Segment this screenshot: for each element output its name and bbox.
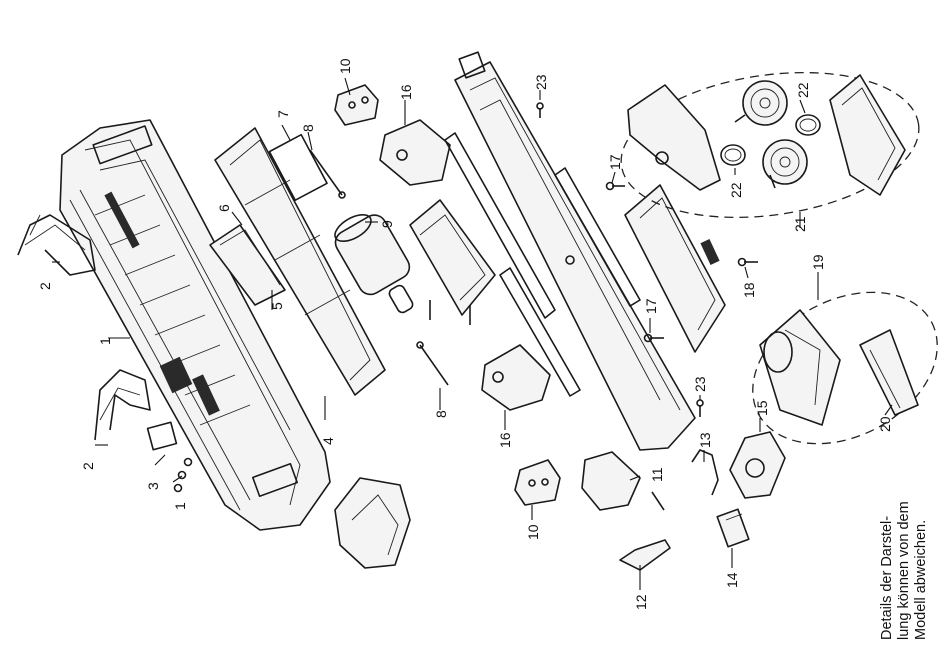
part-1-screws [175,459,192,492]
note-line-1: Details der Darstel- [879,516,895,640]
callout-2-lower: 2 [80,462,96,470]
group-19-bogie [760,310,918,425]
part-10-clip-upper [335,85,378,125]
part-16-block-upper [380,120,450,185]
callout-1-upper: 1 [97,337,113,345]
part-8-shaft-lower [417,342,448,385]
callout-17-lower: 17 [643,298,659,314]
callout-22-upper: 22 [795,82,811,98]
callout-4: 4 [320,437,336,445]
note-line-3: Modell abweichen. [913,520,929,640]
part-18-screw [739,259,759,266]
callout-5: 5 [269,302,285,310]
callout-1-lower: 1 [172,502,188,510]
part-14-connector [717,509,749,547]
cab-end-piece [335,478,410,568]
callout-11: 11 [649,467,665,482]
callout-17-upper: 17 [607,154,623,170]
callout-2-upper: 2 [37,282,53,290]
part-8-shaft-upper [310,150,345,198]
callout-16-upper: 16 [398,84,414,100]
part-10-clip-lower [515,460,560,505]
part-11-plate [582,452,640,510]
callout-7: 7 [275,110,291,118]
callout-19: 19 [810,254,826,270]
callout-13: 13 [697,432,713,448]
group-21-wheelset [628,75,905,195]
callout-3: 3 [145,482,161,490]
callout-21: 21 [792,216,808,232]
part-16-block-lower [482,345,550,410]
pantograph-lower [95,370,150,440]
body-shell [60,120,330,530]
callout-6: 6 [216,204,232,212]
note-line-2: lung können von dem [896,501,912,640]
callout-10-lower: 10 [525,524,541,540]
callout-22-lower: 22 [728,182,744,198]
callout-12: 12 [633,594,649,610]
callout-16-lower: 16 [497,432,513,448]
callout-8-upper: 8 [300,124,316,132]
part-17-screw-upper [607,183,626,190]
callout-8-lower: 8 [433,410,449,418]
part-23-screw-lower [697,400,703,417]
callout-23-upper: 23 [533,74,549,90]
callout-20: 20 [877,416,893,432]
bogie-cage [410,200,495,325]
part-3-bracket [148,422,177,449]
callout-10-upper: 10 [337,58,353,74]
callout-9: 9 [379,220,395,228]
callout-14: 14 [724,572,740,588]
callout-23-lower: 23 [692,376,708,392]
callout-15: 15 [754,400,770,416]
part-15-gear-housing [730,432,785,498]
part-23-screw-upper [537,103,543,118]
callout-18: 18 [741,282,757,298]
part-13-clip [692,450,718,495]
disclaimer-note: Details der Darstel- lung können von dem… [879,501,929,640]
